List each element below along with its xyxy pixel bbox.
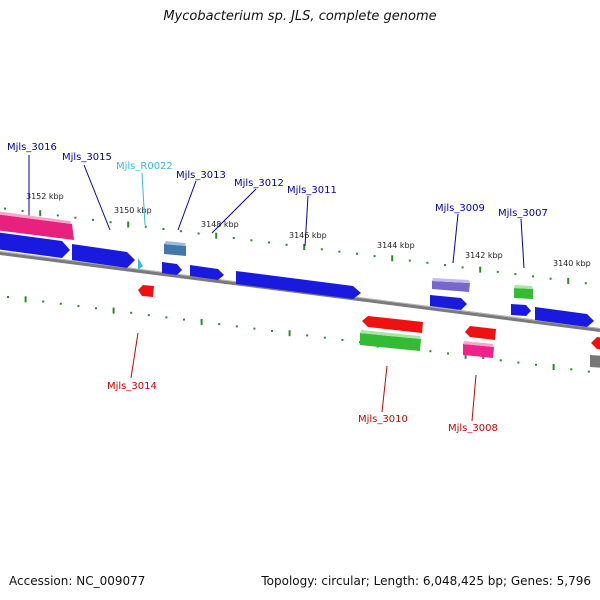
genome-stats-label: Topology: circular; Length: 6,048,425 bp… [261,574,591,588]
gene-upper-f[interactable] [511,304,531,316]
reverse-genes [138,285,600,368]
gene-lower-right-gray[interactable] [590,355,600,368]
scale-label-3150: 3150 kbp [114,206,152,215]
leader-mjls-3007 [520,218,525,269]
map-title: Mycobacterium sp. JLS, complete genome [163,9,437,24]
label-mjls-3013: Mjls_3013 [176,170,226,181]
gene-mjls-3009[interactable] [432,281,470,292]
gene-mjls-3015[interactable] [72,244,135,268]
gene-lower-green-top [360,330,421,339]
leader-mjls-3010 [381,365,388,413]
label-mjls-3012: Mjls_3012 [234,178,284,189]
gene-mjls-3010[interactable] [362,316,423,333]
leader-mjls-3008 [471,374,477,422]
label-mjls-3009: Mjls_3009 [435,203,485,214]
leader-mjls-3014 [130,332,139,379]
leader-mjls-r0022 [141,172,146,226]
scale-label-3146: 3146 kbp [289,231,327,240]
gene-upper-e[interactable] [430,295,467,310]
scale-label-3140: 3140 kbp [553,259,591,268]
label-mjls-3010: Mjls_3010 [358,414,408,425]
gene-mjls-3008[interactable] [465,326,496,340]
scale-label-3142: 3142 kbp [465,251,503,260]
gene-upper-c[interactable] [162,262,182,275]
label-mjls-3007: Mjls_3007 [498,208,548,219]
gene-mjls-3011[interactable] [236,271,361,299]
label-mjls-r0022: Mjls_R0022 [116,161,173,172]
gene-mjls-3007-top [514,285,533,289]
gene-mjls-3007[interactable] [514,288,533,299]
gene-mjls-3013-top [164,241,186,246]
leader-mjls-3011 [304,195,309,247]
gene-mjls-3014[interactable] [138,285,154,297]
label-mjls-3014: Mjls_3014 [107,381,157,392]
label-mjls-3016: Mjls_3016 [7,142,57,153]
gene-mjls-3016-top [0,211,72,224]
gene-lower-magenta-top [463,341,494,347]
gene-lower-magenta[interactable] [463,344,494,358]
label-mjls-3011: Mjls_3011 [287,185,337,196]
accession-label: Accession: NC_009077 [9,574,146,588]
scale-label-3144: 3144 kbp [377,241,415,250]
scale-label-3152: 3152 kbp [26,192,64,201]
gene-upper-g[interactable] [535,307,594,327]
tick-track-lower [7,296,590,373]
tick-track-upper [4,207,587,285]
leader-mjls-3009 [452,213,459,264]
gene-lower-right-red[interactable] [591,337,600,350]
leader-mjls-3013 [177,180,197,231]
gene-mjls-3009-top [432,278,470,283]
label-mjls-3008: Mjls_3008 [448,423,498,434]
gene-mjls-3012[interactable] [190,265,224,280]
leader-mjls-3015 [83,164,111,231]
forward-genes [0,211,594,327]
gene-upper-left[interactable] [0,232,70,258]
gene-mjls-3016[interactable] [0,214,74,240]
leader-mjls-3012 [211,188,257,234]
gene-mjls-3013[interactable] [164,244,186,256]
label-mjls-3015: Mjls_3015 [62,152,112,163]
gene-mjls-r0022[interactable] [138,258,143,270]
